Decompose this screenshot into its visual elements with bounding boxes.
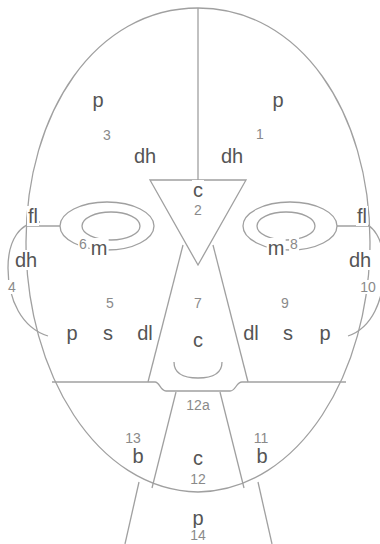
neck-line	[258, 482, 272, 544]
zone-code: fl	[27, 206, 39, 226]
zone-number: 13	[124, 431, 142, 445]
zone-number: 2	[193, 203, 203, 217]
zone-code: c	[192, 180, 204, 200]
zone-number: 10	[359, 280, 377, 294]
zone-number: 11	[253, 431, 270, 445]
zone-code: dl	[136, 323, 154, 343]
zone-code: dh	[348, 250, 372, 270]
zone-code: p	[191, 508, 204, 528]
zone-code: p	[271, 90, 284, 110]
zone-code: c	[192, 448, 204, 468]
zone-number: 4	[7, 280, 17, 294]
zone-number: 5	[105, 296, 115, 310]
zone-code: dh	[133, 146, 157, 166]
zone-number: 8	[289, 237, 299, 251]
zone-number: 7	[193, 296, 203, 310]
zone-code: p	[91, 90, 104, 110]
zone-number: 12a	[185, 398, 210, 412]
zone-code: m	[90, 238, 109, 258]
zone-code: dh	[14, 250, 38, 270]
eye-inner	[257, 212, 315, 240]
zone-code: m	[267, 238, 286, 258]
zone-number: 9	[280, 296, 290, 310]
nose-line	[148, 245, 183, 382]
left-ear	[8, 222, 48, 336]
zone-number: 3	[102, 128, 112, 142]
nose-line	[213, 245, 248, 382]
chin-line	[152, 392, 176, 488]
zone-number: 14	[189, 528, 207, 542]
mouth-line	[52, 381, 155, 382]
brow-triangle	[150, 180, 246, 265]
zone-number: 1	[255, 127, 265, 141]
eye-outer	[243, 202, 337, 250]
neck-line	[125, 482, 139, 544]
right-ear	[348, 222, 380, 336]
zone-code: s	[102, 323, 114, 343]
zone-code: p	[318, 323, 331, 343]
zone-code: b	[131, 446, 144, 466]
nostril-curve	[174, 362, 222, 378]
eye-inner	[82, 212, 140, 240]
head-outline	[26, 8, 370, 492]
zone-code: p	[65, 323, 78, 343]
mouth-bracket	[155, 382, 242, 391]
zone-code: fl	[356, 206, 368, 226]
zone-code: s	[282, 323, 294, 343]
zone-number: 6	[78, 237, 88, 251]
forehead-divider	[197, 8, 198, 180]
zone-code: dl	[242, 323, 260, 343]
zone-code: c	[192, 330, 204, 350]
zone-number: 12	[189, 472, 207, 486]
mouth-line	[242, 381, 346, 382]
chin-line	[220, 392, 244, 488]
zone-code: b	[255, 446, 268, 466]
zone-code: dh	[220, 146, 244, 166]
